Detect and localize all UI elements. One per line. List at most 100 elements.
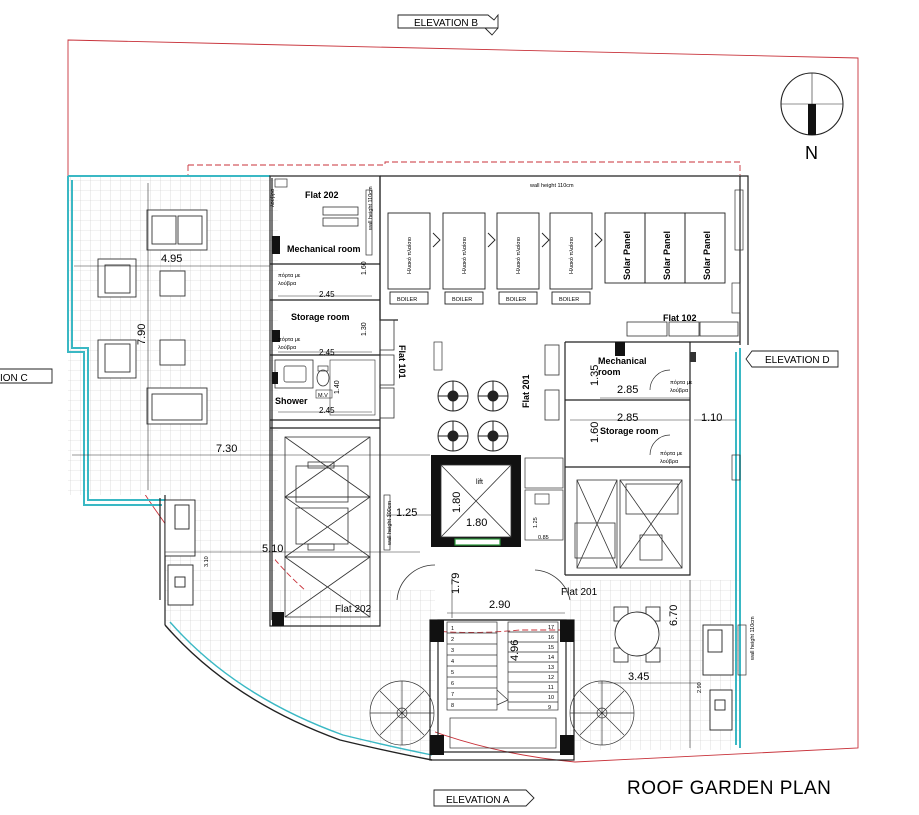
stair-numbers: 1 2 3 4 5 6 7 8 17 16 15 14 13 12 11 10 … xyxy=(451,625,554,711)
stair-num-r-12: 12 xyxy=(548,675,554,681)
lift-label: lift xyxy=(476,479,483,486)
dim-2-90: 2.90 xyxy=(489,599,510,611)
room-flat-101: Flat 101 xyxy=(397,345,407,379)
plan-title: ROOF GARDEN PLAN xyxy=(627,778,831,799)
room-mechanical-right-2: room xyxy=(598,367,621,377)
room-flat-201-vertical: Flat 201 xyxy=(521,374,531,408)
room-flat-202-top: Flat 202 xyxy=(305,190,339,200)
terrace-furniture xyxy=(97,209,208,425)
door-louvre-3b: λούβρα xyxy=(670,387,689,394)
solar-label-3: Solar Panel xyxy=(702,231,712,280)
dim-1-79: 1.79 xyxy=(450,573,462,594)
dim-2-45-b: 2.45 xyxy=(319,348,335,357)
north-arrow xyxy=(780,72,844,136)
dim-2-90-s: 2.90 xyxy=(697,682,703,693)
dim-1-25: 1.25 xyxy=(396,507,417,519)
door-louvre-1b: λούβρα xyxy=(278,280,297,287)
door-louvre-2b: λούβρα xyxy=(278,344,297,351)
boiler-label-2: BOILER xyxy=(452,297,472,303)
room-storage-left: Storage room xyxy=(291,312,350,322)
elevation-b-label: ELEVATION B xyxy=(414,18,478,29)
room-mechanical-left: Mechanical room xyxy=(287,244,361,254)
dim-2-85-a: 2.85 xyxy=(617,384,638,396)
stair-num-l-4: 4 xyxy=(451,659,454,665)
room-flat-201-bottom: Flat 201 xyxy=(561,587,598,598)
stair-num-l-8: 8 xyxy=(451,703,454,709)
stair-num-r-11: 11 xyxy=(548,685,554,691)
parapet-walls xyxy=(67,175,741,748)
boiler-label-3: BOILER xyxy=(506,297,526,303)
dim-3-10: 3.10 xyxy=(204,556,210,567)
stair-num-r-9: 9 xyxy=(548,705,551,711)
dim-1-10: 1.10 xyxy=(701,412,722,424)
elevation-d-label: ELEVATION D xyxy=(765,355,830,366)
dim-1-30: 1.30 xyxy=(361,322,368,336)
room-flat-102: Flat 102 xyxy=(663,313,697,323)
solar-panels xyxy=(604,212,726,284)
room-mechanical-right: Mechanical xyxy=(598,356,647,366)
wall-height-right: wall height 110cm xyxy=(750,616,756,661)
dim-4-96: 4.96 xyxy=(509,640,521,661)
dim-2-45-c: 2.45 xyxy=(319,406,335,415)
spiral-stairs xyxy=(369,680,635,746)
mv-label: M.V xyxy=(318,393,328,399)
elevation-a-label: ELEVATION A xyxy=(446,795,510,806)
dim-1-35: 1.35 xyxy=(589,365,601,386)
dim-1-80-v: 1.80 xyxy=(451,492,463,513)
stair-num-l-1: 1 xyxy=(451,626,454,632)
round-table xyxy=(613,606,661,663)
dim-4-95: 4.95 xyxy=(161,253,182,265)
door-louvre-2a: πόρτα με xyxy=(278,336,301,343)
lower-floor-outline xyxy=(188,161,741,175)
room-shower: Shower xyxy=(275,396,308,406)
dim-2-85-b: 2.85 xyxy=(617,412,638,424)
heater-label-3: Ηλιακό πλαίσιο xyxy=(515,237,522,274)
room-flat-202-bottom: Flat 202 xyxy=(335,604,372,615)
solar-heaters xyxy=(387,212,603,305)
dim-3-45: 3.45 xyxy=(628,671,649,683)
stair-void-right xyxy=(574,479,683,569)
curved-terrace-wall xyxy=(164,624,433,761)
dim-2-45-a: 2.45 xyxy=(319,290,335,299)
north-label: N xyxy=(805,143,818,163)
stair-num-l-5: 5 xyxy=(451,670,454,676)
dim-1-25-s: 1.25 xyxy=(533,517,539,528)
stair-num-r-14: 14 xyxy=(548,655,554,661)
lift-shaft xyxy=(431,455,521,547)
stair-num-l-7: 7 xyxy=(451,692,454,698)
door-louvre-3a: πόρτα με xyxy=(670,379,693,386)
stair-num-r-17: 17 xyxy=(548,625,554,631)
solar-label-1: Solar Panel xyxy=(622,231,632,280)
stair-num-l-6: 6 xyxy=(451,681,454,687)
boiler-label-1: BOILER xyxy=(397,297,417,303)
dim-5-10: 5.10 xyxy=(262,543,283,555)
heater-label-2: Ηλιακό πλαίσιο xyxy=(461,237,468,274)
ventilation-fans xyxy=(437,380,509,452)
louvre-note: λούβρα xyxy=(269,188,276,207)
dim-0-85: 0.85 xyxy=(538,535,549,541)
door-swings xyxy=(396,564,571,601)
main-stairs xyxy=(446,621,559,749)
dim-1-60-b: 1.60 xyxy=(589,422,601,443)
dim-1-80-h: 1.80 xyxy=(466,517,487,529)
stair-num-l-2: 2 xyxy=(451,637,454,643)
stair-void-left xyxy=(284,436,371,618)
wall-height-vert: wall height 110cm xyxy=(368,186,374,231)
dim-7-30: 7.30 xyxy=(216,443,237,455)
door-louvre-4a: πόρτα με xyxy=(660,450,683,457)
elevation-tags xyxy=(0,13,839,807)
room-storage-right: Storage room xyxy=(600,426,659,436)
wall-height-stair: wall height 100cm xyxy=(387,501,393,546)
door-louvre-4b: λούβρα xyxy=(660,458,679,465)
stair-num-r-13: 13 xyxy=(548,665,554,671)
stair-num-r-10: 10 xyxy=(548,695,554,701)
door-louvre-1a: πόρτα με xyxy=(278,272,301,279)
bbq-units xyxy=(164,499,734,731)
stair-num-r-15: 15 xyxy=(548,645,554,651)
dim-6-70: 6.70 xyxy=(668,605,680,626)
stair-num-r-16: 16 xyxy=(548,635,554,641)
wall-height-top: wall height 110cm xyxy=(529,183,574,189)
dim-7-90: 7.90 xyxy=(136,324,148,345)
